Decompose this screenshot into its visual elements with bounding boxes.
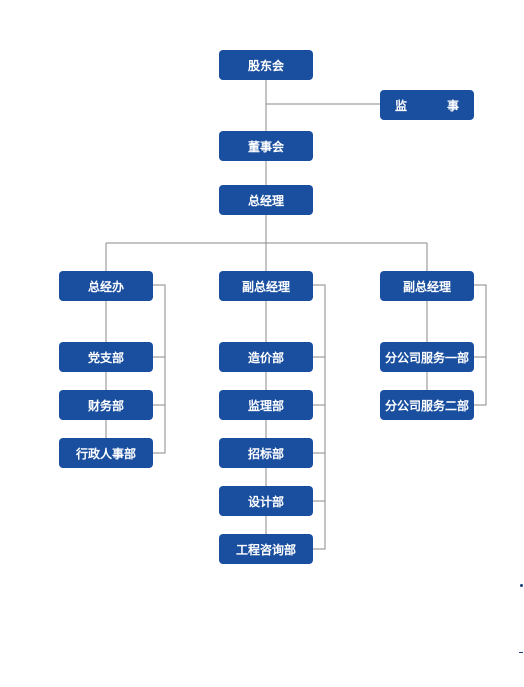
node-branch-service-2: 分公司服务二部 xyxy=(380,390,474,420)
node-gm-office: 总经办 xyxy=(59,271,153,301)
node-admin-hr-dept: 行政人事部 xyxy=(59,438,153,468)
node-cost-dept: 造价部 xyxy=(219,342,313,372)
node-branch-service-1: 分公司服务一部 xyxy=(380,342,474,372)
bracket-middle xyxy=(313,284,326,550)
node-board: 董事会 xyxy=(219,131,313,161)
edge-mark xyxy=(519,652,523,653)
node-consulting-dept: 工程咨询部 xyxy=(219,534,313,564)
node-deputy-gm-1: 副总经理 xyxy=(219,271,313,301)
node-general-manager: 总经理 xyxy=(219,185,313,215)
node-bidding-dept: 招标部 xyxy=(219,438,313,468)
edge-mark xyxy=(520,584,523,587)
node-shareholders: 股东会 xyxy=(219,50,313,80)
node-deputy-gm-2: 副总经理 xyxy=(380,271,474,301)
bracket-left xyxy=(153,284,166,454)
node-supervision-dept: 监理部 xyxy=(219,390,313,420)
node-supervisor: 监 事 xyxy=(380,90,474,120)
node-design-dept: 设计部 xyxy=(219,486,313,516)
node-party-branch: 党支部 xyxy=(59,342,153,372)
node-finance-dept: 财务部 xyxy=(59,390,153,420)
bracket-right xyxy=(474,284,487,406)
